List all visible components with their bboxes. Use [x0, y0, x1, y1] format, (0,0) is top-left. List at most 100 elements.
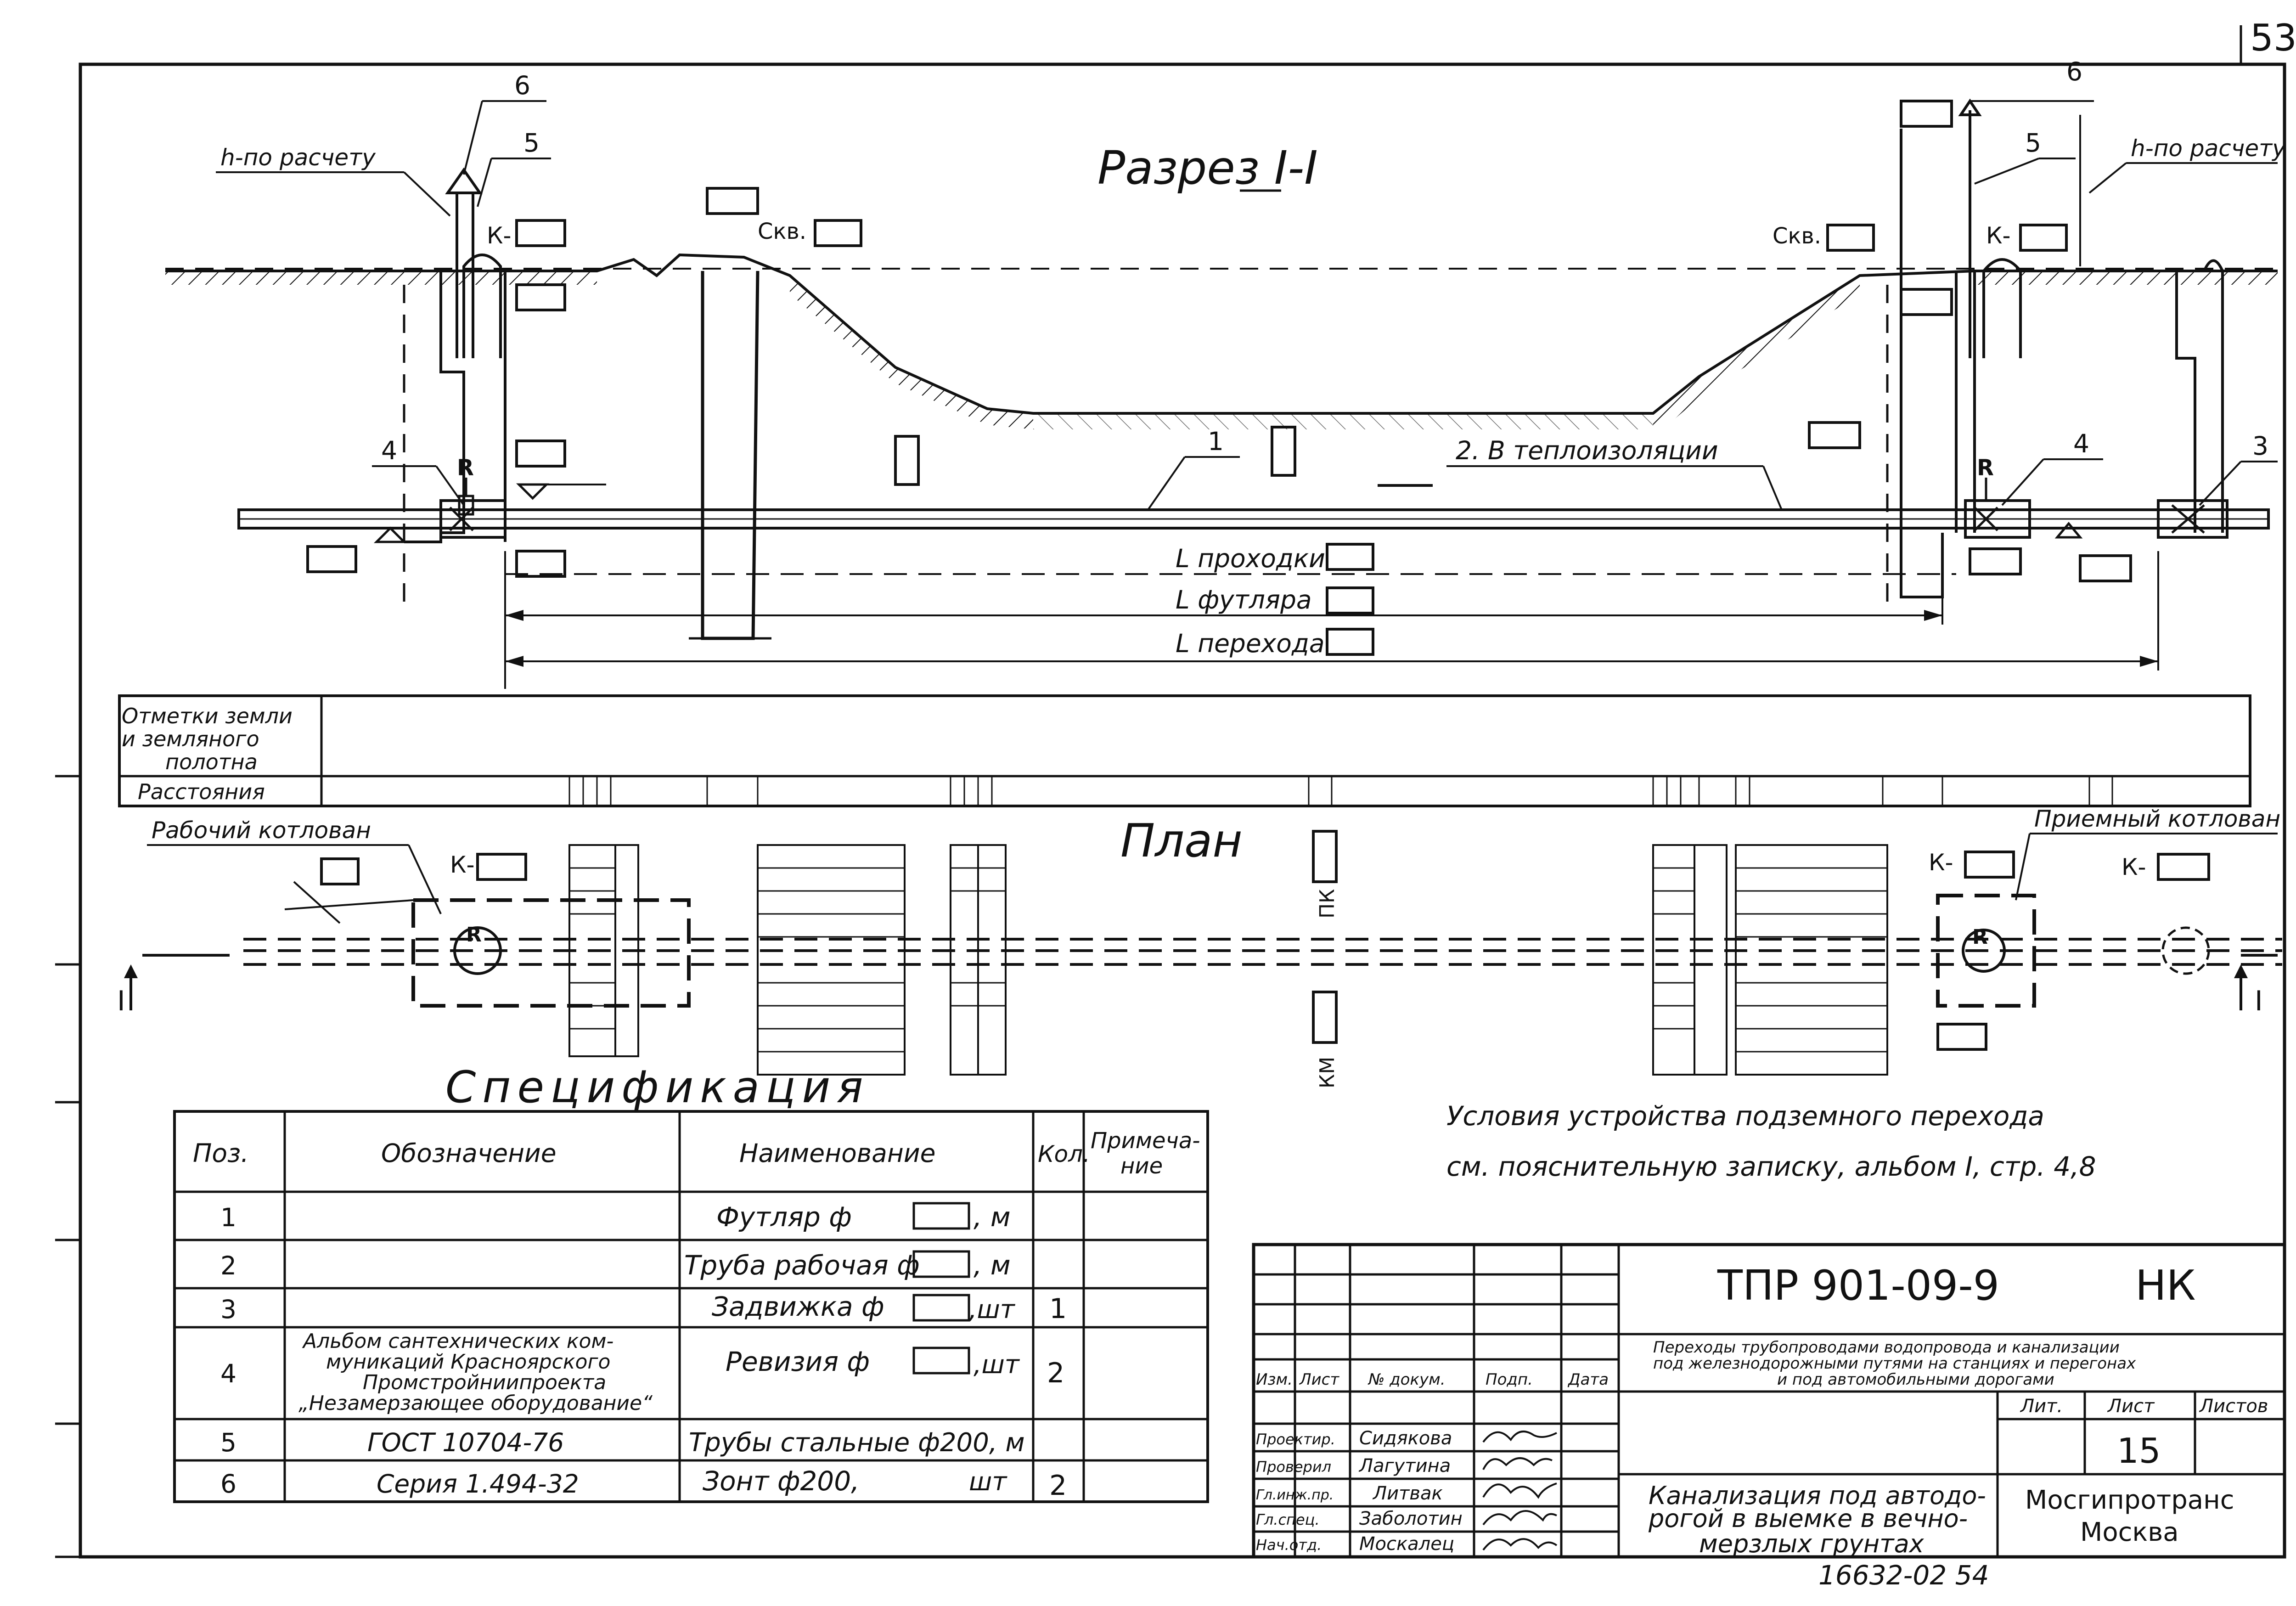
pos-4-right: 4: [2073, 429, 2089, 458]
skv-right: Скв.: [1773, 223, 1821, 249]
stamp-col-izm: Изм.: [1256, 1370, 1293, 1389]
spec-r5-pos: 5: [220, 1428, 236, 1457]
h-calc-right: h-по расчету: [2131, 135, 2286, 162]
stamp-role-1: Проектир.: [1256, 1431, 1335, 1448]
spec-r6-oboz: Серия 1.494-32: [377, 1469, 579, 1499]
pos-4-left: 4: [381, 436, 397, 465]
revision-mark-right: R: [1977, 455, 1994, 481]
spec-r5-oboz: ГОСТ 10704-76: [367, 1428, 564, 1457]
pos-6-right: 6: [2066, 57, 2082, 86]
spec-r3-unit: ,шт: [969, 1295, 1016, 1324]
sheet-number-top: 53: [2250, 17, 2296, 59]
stamp-role-5: Нач.отд.: [1256, 1536, 1322, 1554]
plan-k3: К-: [2122, 854, 2146, 880]
revision-mark-left: R: [457, 455, 474, 481]
plan-revision-2: R: [1972, 925, 1988, 949]
spec-r4-unit: ,шт: [974, 1350, 1020, 1379]
pk-label: ПК: [1316, 889, 1339, 919]
spec-r4-oboz3: Промстройниипроекта: [363, 1371, 606, 1394]
plan-k2: К-: [1929, 849, 1953, 876]
drawing-title-3: мерзлых грунтах: [1699, 1529, 1925, 1558]
k-left: К-: [487, 222, 512, 249]
spec-title: Спецификация: [445, 1062, 869, 1113]
profile-row2: Расстояния: [138, 779, 265, 804]
pos-3-right: 3: [2252, 431, 2268, 461]
drawing-title-1: Канализация под автодо-: [1649, 1481, 1986, 1510]
h-calc-left: h-по расчету: [220, 144, 376, 171]
title-block: ТПР 901-09-9 НК Переходы трубопроводами …: [1252, 1243, 2286, 1559]
profile-row1-line3: полотна: [165, 749, 258, 774]
note-line-1: Условия устройства подземного перехода: [1446, 1100, 2044, 1132]
stamp-col-date: Дата: [1567, 1370, 1609, 1389]
spec-r4-oboz1: Альбом сантехнических ком-: [302, 1330, 613, 1353]
spec-r1-name: Футляр ф: [716, 1201, 852, 1233]
inventory-number: 16632-02 54: [1818, 1560, 1989, 1591]
profile-row1-line1: Отметки земли: [122, 704, 293, 728]
org-city: Москва: [2080, 1517, 2179, 1547]
stamp-name-4: Заболотин: [1359, 1508, 1463, 1529]
spec-r4-name: Ревизия ф: [726, 1346, 870, 1377]
section-title: Разрез I-I: [1097, 141, 1318, 195]
stamp-code: ТПР 901-09-9: [1717, 1262, 1999, 1310]
spec-r6-name: Зонт ф200,: [703, 1465, 860, 1497]
stamp-name-3: Литвак: [1372, 1483, 1443, 1504]
spec-r3-qty: 1: [1049, 1293, 1067, 1325]
spec-r3-pos: 3: [220, 1295, 236, 1324]
spec-h-qty: Кол.: [1038, 1141, 1090, 1167]
km-label: КМ: [1316, 1057, 1339, 1088]
plan-view: План: [117, 806, 2282, 1088]
profile-row1-line2: и земляного: [122, 727, 259, 751]
spec-r4-qty: 2: [1047, 1357, 1064, 1389]
l-prokhodki: L проходки: [1176, 544, 1325, 573]
l-futlyara: L футляра: [1176, 585, 1312, 614]
note-line-2: см. пояснительную записку, альбом I, стр…: [1446, 1151, 2096, 1182]
spec-r2-name: Труба рабочая ф: [684, 1250, 920, 1281]
pos-1: 1: [1208, 427, 1224, 456]
stamp-listov: Листов: [2199, 1396, 2268, 1417]
signatures: [1482, 1431, 1558, 1551]
spec-r4-oboz2: муникаций Красноярского: [326, 1350, 610, 1374]
spec-r6-pos: 6: [220, 1469, 236, 1499]
work-pit-outline: [411, 898, 691, 1008]
stamp-name-1: Сидякова: [1359, 1428, 1452, 1449]
stamp-role-4: Гл.спец.: [1256, 1511, 1320, 1528]
stamp-title-1: Переходы трубопроводами водопровода и ка…: [1653, 1338, 2120, 1357]
stamp-title-2: под железнодорожными путями на станциях …: [1653, 1354, 2136, 1373]
spec-r1-unit: , м: [974, 1201, 1011, 1233]
stamp-list: Лист: [2107, 1396, 2155, 1417]
pos-6-left: 6: [514, 71, 530, 100]
spec-r2-pos: 2: [220, 1251, 236, 1280]
section-view: Разрез I-I: [165, 57, 2286, 689]
spec-r4-oboz4: „Незамерзающее оборудование“: [298, 1392, 653, 1415]
section-mark-left: I: [117, 985, 125, 1017]
skv-left: Скв.: [758, 219, 806, 244]
k-right: К-: [1986, 222, 2011, 249]
spec-r2-unit: , м: [974, 1250, 1011, 1281]
work-pit-label: Рабочий котлован: [152, 817, 371, 844]
stamp-name-5: Москалец: [1359, 1533, 1454, 1555]
spec-h-note1: Примеча-: [1091, 1128, 1200, 1154]
recv-pit-label: Приемный котлован: [2034, 806, 2280, 832]
recv-pit-outline: [1936, 894, 2036, 1008]
spec-r3-name: Задвижка ф: [712, 1291, 884, 1322]
org-name: Мосгипротранс: [2025, 1485, 2234, 1515]
revision-valve-right: R: [1964, 455, 2031, 539]
plan-k1: К-: [450, 851, 475, 878]
stamp-mark: НК: [2135, 1262, 2196, 1310]
spec-r6-qty: 2: [1049, 1470, 1067, 1502]
sheet-frame: [55, 25, 2286, 1559]
pos-5-right: 5: [2025, 128, 2041, 158]
section-mark-right: I: [2255, 985, 2263, 1017]
revision-valve-left: R: [439, 455, 506, 539]
gate-valve-right: [2157, 499, 2228, 539]
drawing-title-2: рогой в выемке в вечно-: [1648, 1504, 1968, 1533]
pos-2-note: 2. В теплоизоляции: [1456, 436, 1718, 465]
stamp-col-doc: № докум.: [1367, 1370, 1446, 1389]
spec-h-name: Наименование: [739, 1138, 935, 1168]
spec-h-note2: ние: [1120, 1153, 1163, 1179]
spec-r6-unit: шт: [969, 1467, 1007, 1496]
specification: Спецификация Поз. Обозначение Наименован…: [173, 1062, 1209, 1503]
plan-revision-1: R: [466, 923, 482, 947]
spec-h-pos: Поз.: [193, 1138, 249, 1168]
stamp-col-sign: Подп.: [1486, 1370, 1533, 1389]
